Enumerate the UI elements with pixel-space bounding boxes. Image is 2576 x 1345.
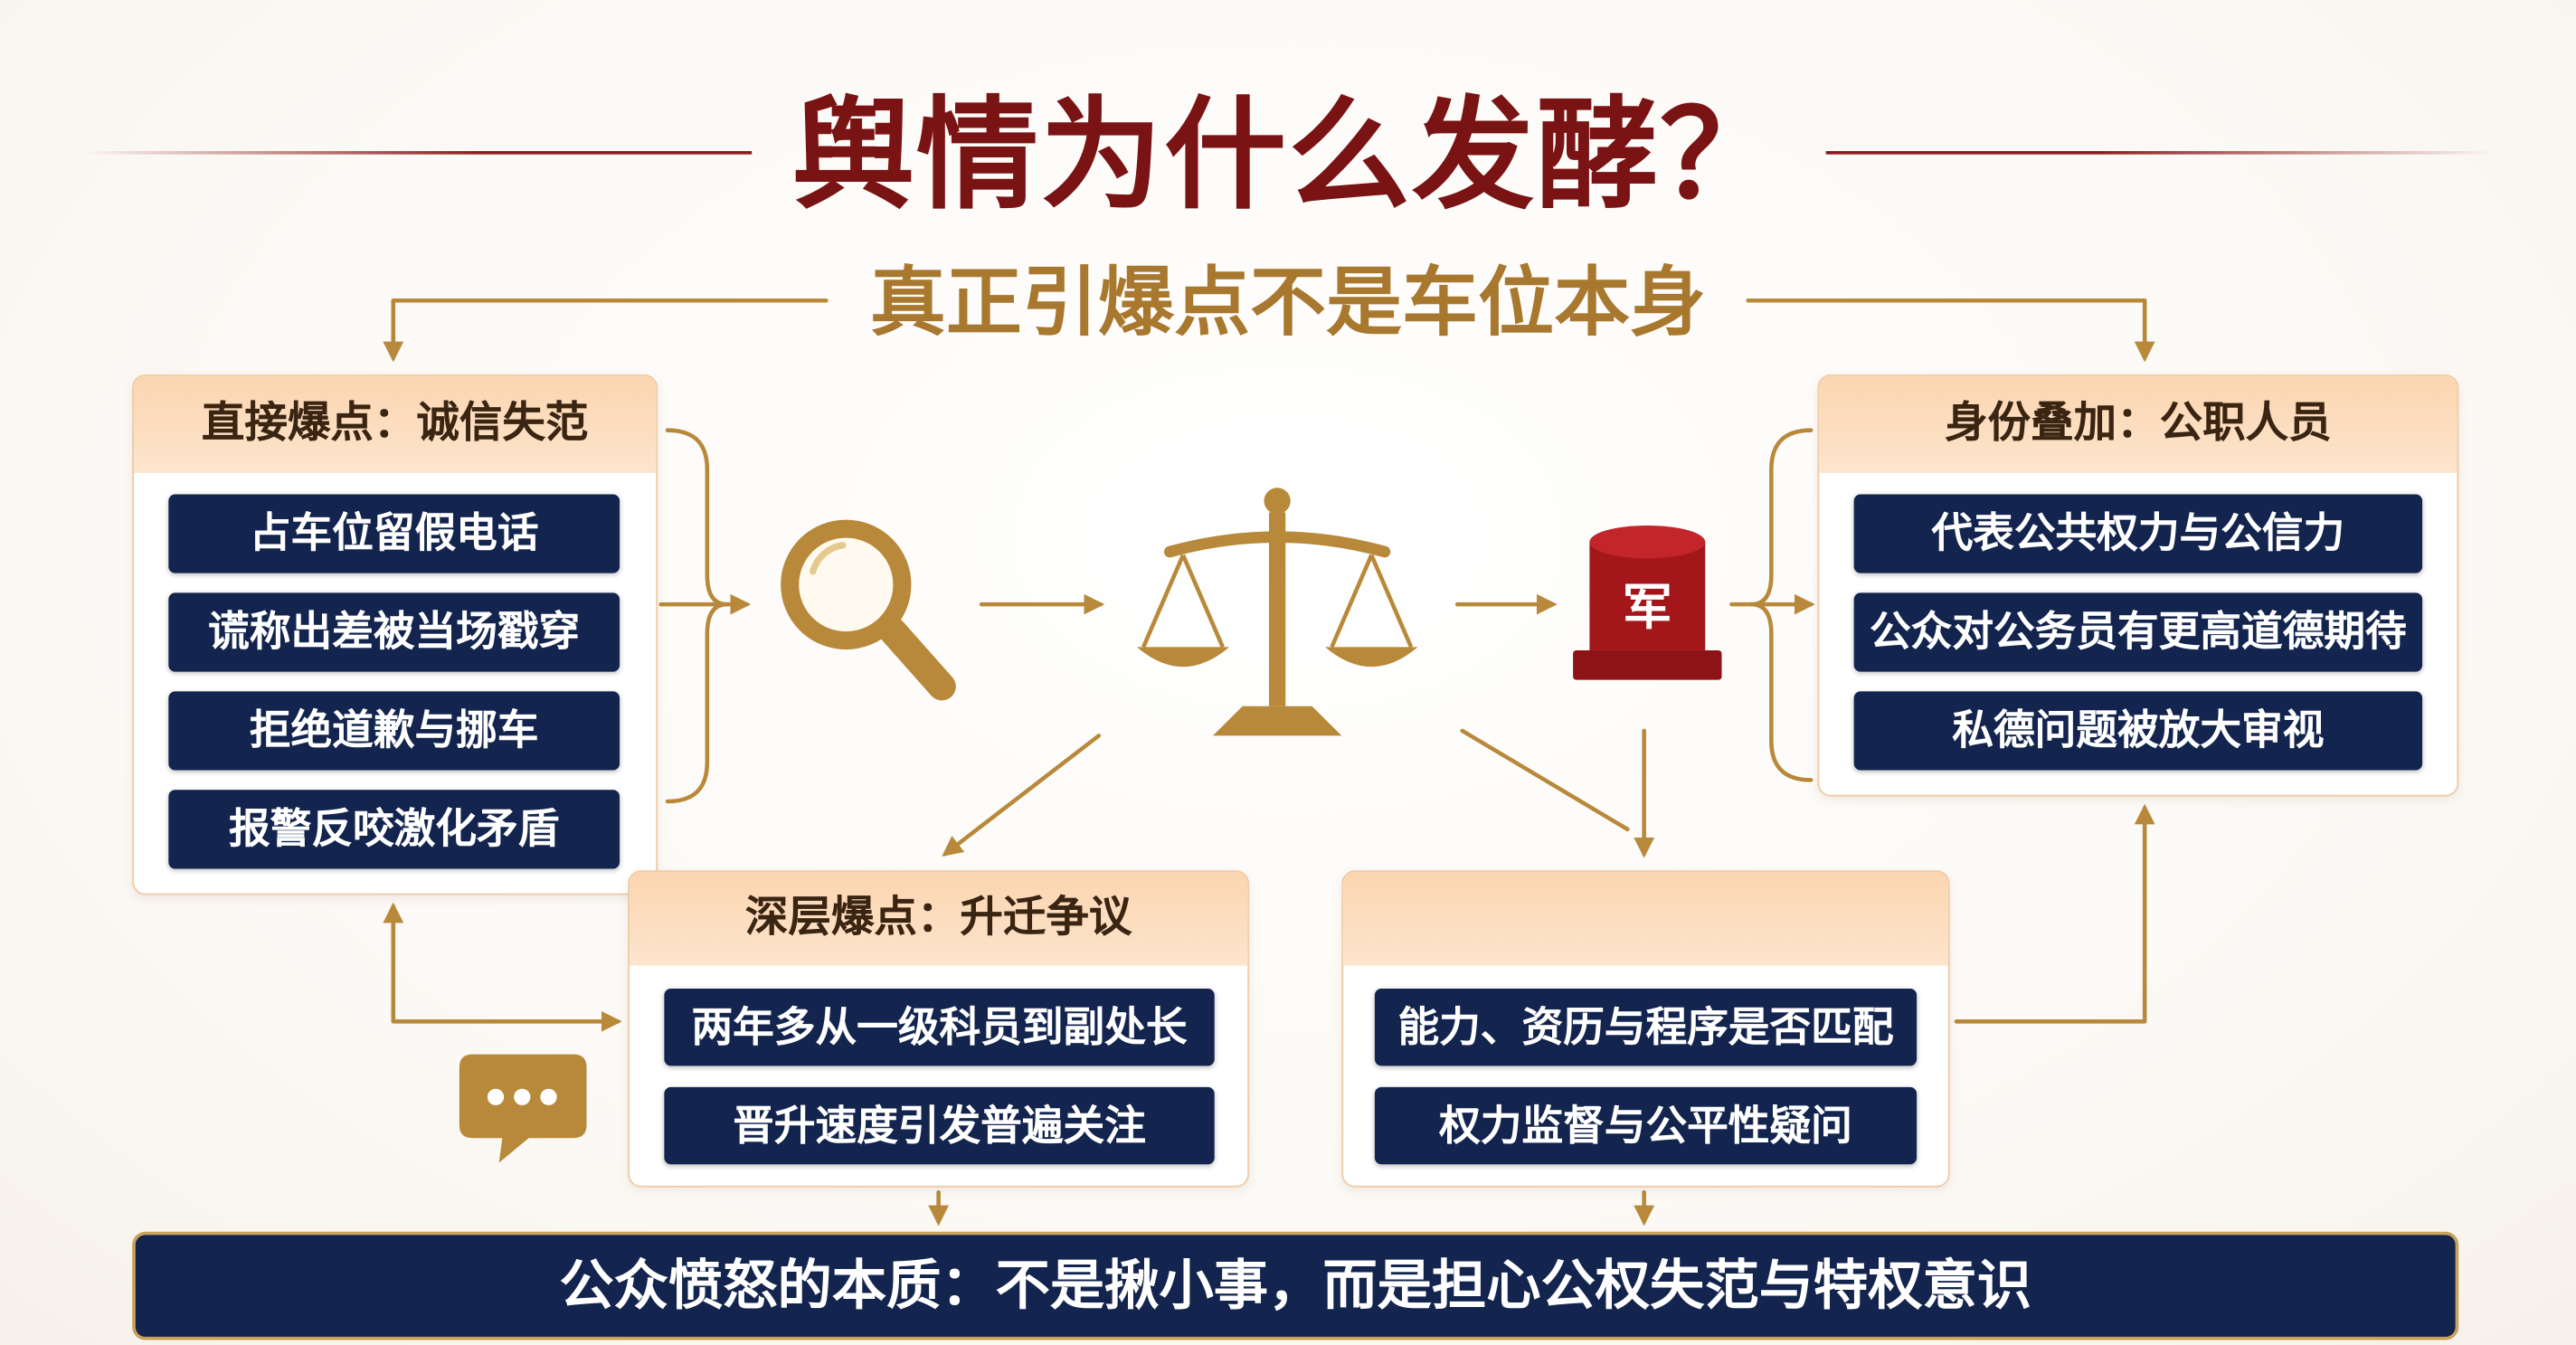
scale-column	[1268, 512, 1286, 706]
list-item: 代表公共权力与公信力	[1853, 494, 2423, 573]
list-item: 权力监督与公平性疑问	[1374, 1086, 1918, 1165]
scale-right-pan	[1325, 647, 1418, 668]
card-deep-header: 深层爆点：升迁争议	[630, 872, 1248, 966]
conclusion-banner: 公众愤怒的本质：不是揪小事，而是担心公权失范与特权意识	[132, 1231, 2459, 1340]
seal-base	[1573, 649, 1722, 680]
bracket-identity-top	[1749, 428, 1814, 607]
chat-dot-1	[487, 1088, 505, 1105]
title-divider-left	[82, 151, 753, 155]
scale-beam	[1163, 531, 1391, 558]
page-title: 舆情为什么发酵？	[791, 85, 1785, 227]
chat-bubble-shape	[459, 1054, 587, 1163]
list-item: 能力、资历与程序是否匹配	[1374, 988, 1918, 1066]
scale-right-strings	[1330, 554, 1414, 649]
card-identity-header: 身份叠加：公职人员	[1819, 375, 2458, 473]
scale-left-pan	[1136, 647, 1230, 668]
scale-icon	[1136, 488, 1418, 736]
list-item: 拒绝道歉与挪车	[168, 691, 620, 771]
card-direct-trigger: 直接爆点：诚信失范 占车位留假电话 谎称出差被当场戳穿 拒绝道歉与挪车 报警反咬…	[132, 374, 658, 895]
connector-subtitle-right	[1746, 298, 2155, 363]
page-subtitle: 真正引爆点不是车位本身	[869, 258, 1707, 347]
list-item: 谎称出差被当场戳穿	[168, 592, 620, 672]
list-item: 公众对公务员有更高道德期待	[1853, 592, 2423, 672]
list-item: 两年多从一级科员到副处长	[664, 988, 1215, 1066]
bracket-direct-bottom	[665, 601, 730, 804]
seal-top	[1589, 525, 1706, 559]
card-direct-header: 直接爆点：诚信失范	[133, 375, 657, 473]
seal-character: 军	[1623, 578, 1672, 636]
connector-subtitle-left	[383, 298, 829, 363]
line-scale-to-question	[1460, 728, 1630, 832]
magnifier-icon	[781, 519, 956, 701]
chat-dot-2	[514, 1088, 531, 1105]
seal-body	[1589, 542, 1706, 650]
list-item: 报警反咬激化矛盾	[168, 790, 620, 869]
arrow-question-to-identity	[1954, 803, 2155, 1024]
card-deep-trigger: 深层爆点：升迁争议 两年多从一级科员到副处长 晋升速度引发普遍关注	[628, 870, 1250, 1188]
list-item: 私德问题被放大审视	[1853, 691, 2423, 771]
magnifier-handle	[877, 616, 956, 701]
scale-base	[1212, 706, 1342, 736]
bracket-direct-top	[665, 428, 730, 607]
magnifier-glint	[810, 542, 847, 575]
card-questions: 能力、资历与程序是否匹配 权力监督与公平性疑问	[1341, 870, 1950, 1188]
scale-left-strings	[1141, 554, 1225, 649]
card-questions-header	[1343, 872, 1948, 966]
card-identity: 身份叠加：公职人员 代表公共权力与公信力 公众对公务员有更高道德期待 私德问题被…	[1817, 374, 2459, 797]
list-item: 晋升速度引发普遍关注	[664, 1086, 1215, 1165]
chat-dot-3	[540, 1088, 557, 1105]
list-item: 占车位留假电话	[168, 494, 620, 573]
bracket-identity-bottom	[1749, 601, 1814, 782]
title-divider-right	[1825, 151, 2496, 155]
scale-top-knob	[1264, 488, 1291, 515]
seal-icon: 军	[1573, 525, 1722, 680]
chat-bubble-icon	[459, 1054, 587, 1163]
arrow-scale-to-deep	[942, 734, 1102, 857]
